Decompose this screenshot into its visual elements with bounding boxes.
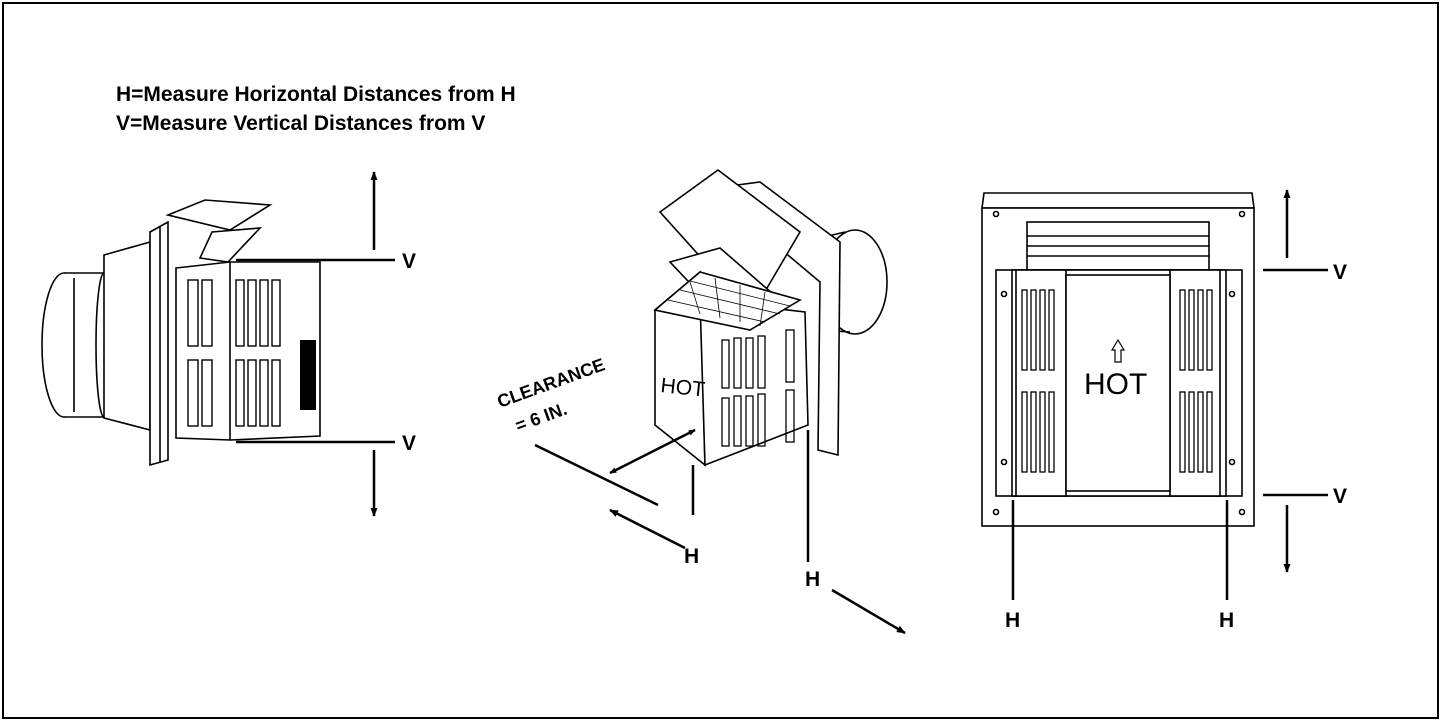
right-h-left-label: H [1005,609,1020,632]
right-v-top-label: V [1333,261,1347,284]
middle-horizontal-markers [534,428,906,635]
vent-isometric-view [653,169,888,467]
legend-horizontal: H=Measure Horizontal Distances from H [116,83,516,106]
vent-front-view [981,192,1255,527]
legend: H=Measure Horizontal Distances from H V=… [116,80,516,138]
right-markers [1011,189,1328,600]
middle-hot-label: HOT [659,374,706,402]
middle-h-right-label: H [805,568,820,591]
vent-side-view [41,199,321,467]
left-vertical-markers [236,171,395,517]
middle-h-left-label: H [684,545,699,568]
legend-vertical: V=Measure Vertical Distances from V [116,112,486,135]
left-v-bottom-label: V [402,432,416,455]
right-hot-label: HOT [1084,368,1147,401]
right-v-bottom-label: V [1333,485,1347,508]
right-h-right-label: H [1219,609,1234,632]
left-v-top-label: V [402,250,416,273]
